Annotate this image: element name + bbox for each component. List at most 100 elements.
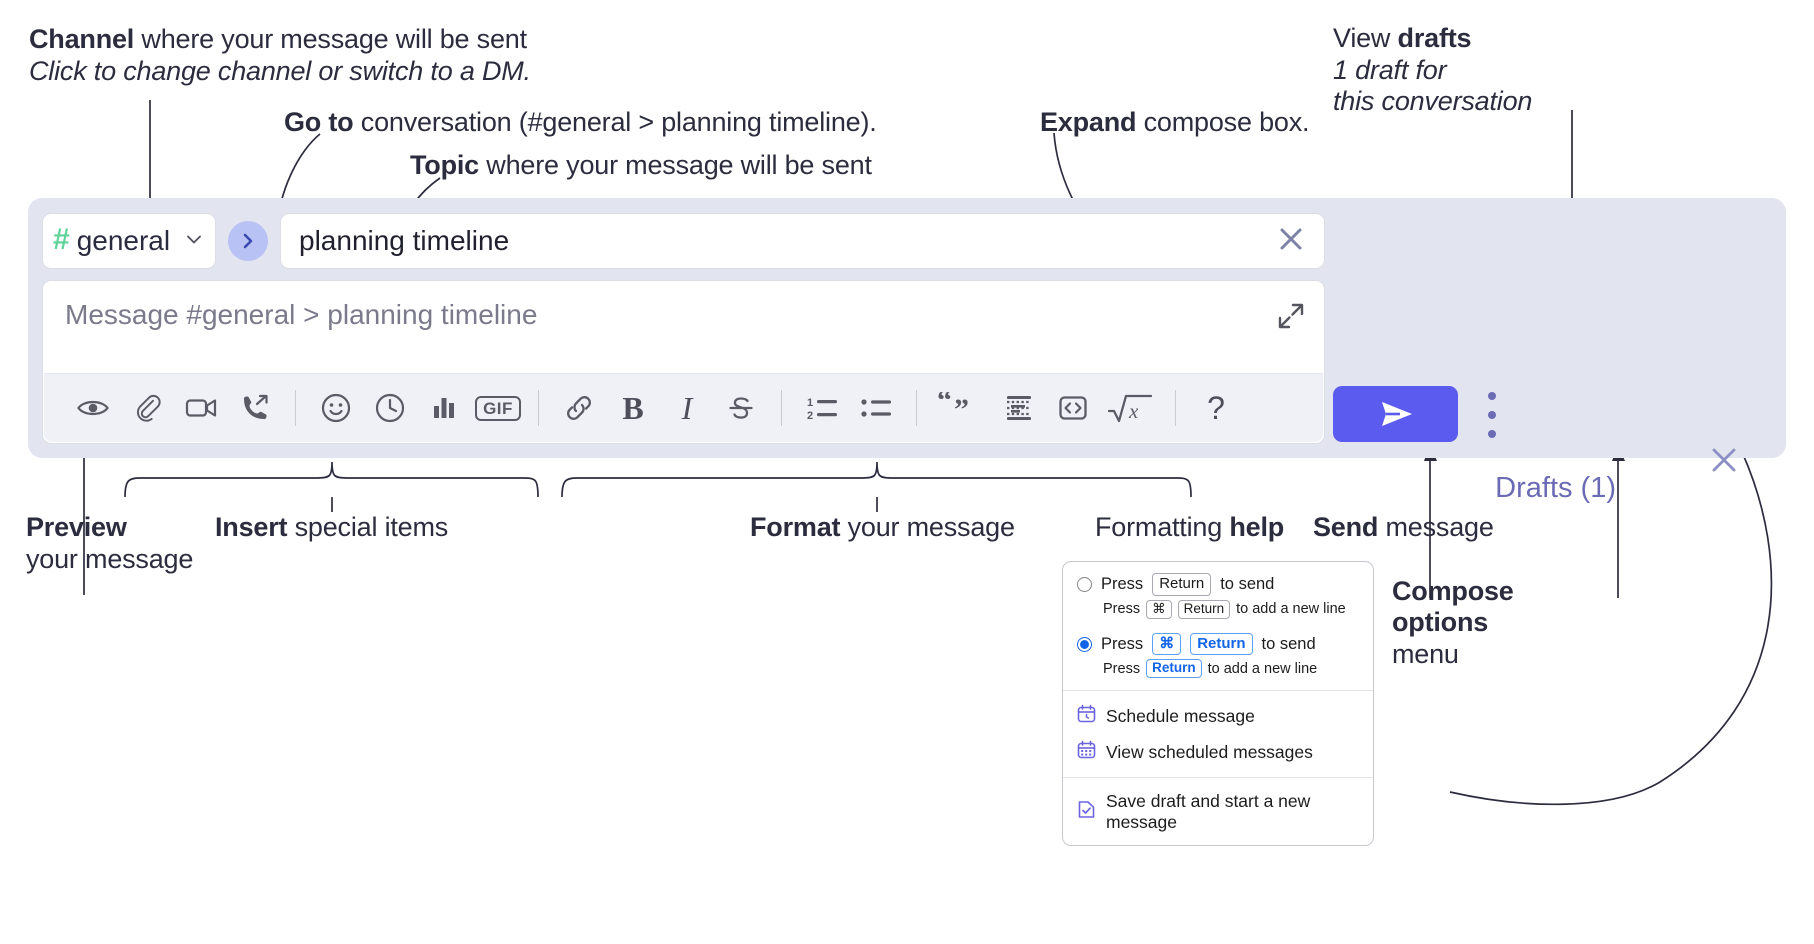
menu-item-save-draft[interactable]: Save draft and start a new message [1063, 785, 1373, 839]
gif-icon[interactable]: GIF [471, 381, 525, 435]
sub-press-label: Press [1103, 601, 1141, 618]
drafts-link[interactable]: Drafts (1) [1495, 472, 1616, 504]
strikethrough-icon[interactable] [714, 381, 768, 435]
menu-item-view-scheduled[interactable]: View scheduled messages [1063, 734, 1373, 770]
annotation-expand: Expand compose box. [1040, 107, 1310, 139]
link-icon[interactable] [552, 381, 606, 435]
radio-cmd-return[interactable] [1077, 636, 1092, 652]
chevron-down-icon [183, 228, 205, 255]
compose-options-menu: Press Return to send Press ⌘ Return to a… [1062, 561, 1374, 847]
send-option-cmd-return[interactable]: Press ⌘ Return to send [1063, 630, 1373, 659]
compose-options-button[interactable] [1480, 392, 1504, 438]
compose-header-row: # general planning timeline [42, 212, 1325, 270]
svg-text:”: ” [954, 393, 969, 424]
bulleted-list-icon[interactable] [849, 381, 903, 435]
goto-conversation-button[interactable] [228, 221, 268, 261]
send-option-cmd-return-sub: Press Return to add a new line [1063, 658, 1373, 683]
close-icon [1712, 448, 1736, 472]
annotation-goto: Go to conversation (#general > planning … [284, 107, 877, 139]
annotation-drafts: View drafts 1 draft for this conversatio… [1333, 23, 1532, 118]
video-camera-icon[interactable] [174, 381, 228, 435]
key-command: ⌘ [1146, 599, 1172, 619]
key-return: Return [1152, 573, 1212, 596]
annotation-channel-sub: Click to change channel or switch to a D… [29, 55, 531, 86]
annotation-format-rest: your message [840, 512, 1015, 542]
emoji-icon[interactable] [309, 381, 363, 435]
bold-icon[interactable]: B [606, 381, 660, 435]
radio-return[interactable] [1077, 576, 1092, 592]
annotation-preview-line2: your message [26, 543, 194, 574]
menu-item-label: View scheduled messages [1106, 741, 1313, 762]
menu-divider [1063, 690, 1373, 692]
channel-picker[interactable]: # general [42, 213, 216, 269]
blockquote-icon[interactable]: “ ” [930, 381, 992, 435]
send-option-return-sub: Press ⌘ Return to add a new line [1063, 599, 1373, 624]
annotation-help-rest: Formatting [1095, 512, 1230, 542]
huddle-phone-icon[interactable] [228, 381, 282, 435]
topic-clear-button[interactable] [1274, 222, 1308, 261]
svg-text:“: “ [937, 392, 952, 417]
annotation-format: Format your message [750, 512, 1015, 544]
annotation-send: Send message [1313, 512, 1494, 544]
inline-code-icon[interactable] [1046, 381, 1100, 435]
annotation-compose-options: Compose options menu [1392, 576, 1514, 670]
calendar-grid-icon [1077, 740, 1096, 764]
annotation-channel: Channel where your message will be sent … [29, 24, 531, 87]
send-option-return[interactable]: Press Return to send [1063, 570, 1373, 599]
annotation-channel-rest: where your message will be sent [134, 24, 527, 54]
menu-item-schedule-message[interactable]: Schedule message [1063, 698, 1373, 734]
message-placeholder: Message #general > planning timeline [65, 299, 538, 330]
expand-icon[interactable] [1276, 301, 1306, 336]
key-return: Return [1177, 599, 1231, 619]
topic-value: planning timeline [299, 225, 510, 256]
annotation-compose-bold1: Compose [1392, 576, 1514, 606]
code-block-icon[interactable] [992, 381, 1046, 435]
annotation-topic-rest: where your message will be sent [479, 150, 872, 180]
preview-icon[interactable] [66, 381, 120, 435]
option-suffix-label: to send [1220, 574, 1275, 593]
close-icon [1280, 228, 1302, 249]
annotation-goto-rest: conversation (#general > planning timeli… [353, 107, 877, 137]
kebab-dot [1488, 411, 1496, 419]
poll-bars-icon[interactable] [417, 381, 471, 435]
key-return: Return [1190, 632, 1253, 656]
annotation-expand-bold: Expand [1040, 107, 1137, 137]
ordered-list-icon[interactable]: 1 2 [795, 381, 849, 435]
clock-icon[interactable] [363, 381, 417, 435]
menu-divider [1063, 777, 1373, 779]
annotation-drafts-bold: drafts [1397, 23, 1472, 53]
annotation-channel-bold: Channel [29, 24, 135, 54]
annotation-compose-rest: menu [1392, 638, 1459, 669]
toolbar-divider [538, 390, 539, 426]
hash-icon: # [53, 223, 70, 256]
compose-inner: # general planning timeline M [42, 212, 1325, 444]
toolbar-divider [781, 390, 782, 426]
send-paper-plane-icon [1381, 402, 1412, 426]
math-formula-icon[interactable]: x [1100, 381, 1162, 435]
sub-suffix-label: to add a new line [1236, 601, 1346, 618]
compose-panel: # general planning timeline M [28, 198, 1786, 504]
annotation-insert-bold: Insert [215, 512, 288, 542]
menu-item-label: Schedule message [1106, 705, 1255, 726]
menu-item-label: Save draft and start a new message [1106, 791, 1311, 833]
svg-text:1: 1 [807, 397, 813, 409]
kebab-dot [1488, 392, 1496, 400]
annotation-goto-bold: Go to [284, 107, 354, 137]
topic-input[interactable]: planning timeline [280, 213, 1325, 269]
send-button[interactable] [1333, 386, 1458, 442]
svg-text:2: 2 [807, 410, 813, 422]
key-command: ⌘ [1152, 632, 1182, 656]
panel-close-button[interactable] [1707, 443, 1741, 482]
attachment-icon[interactable] [120, 381, 174, 435]
annotation-drafts-sub2: this conversation [1333, 86, 1533, 117]
kebab-dot [1488, 430, 1496, 438]
annotation-format-bold: Format [750, 512, 841, 542]
message-input-box[interactable]: Message #general > planning timeline [42, 280, 1325, 444]
annotation-preview-bold: Preview [26, 512, 127, 542]
toolbar-divider [1175, 390, 1176, 426]
gif-label: GIF [475, 395, 521, 421]
annotation-send-rest: message [1378, 512, 1494, 542]
italic-icon[interactable]: I [660, 381, 714, 435]
formatting-help-icon[interactable]: ? [1189, 381, 1243, 435]
